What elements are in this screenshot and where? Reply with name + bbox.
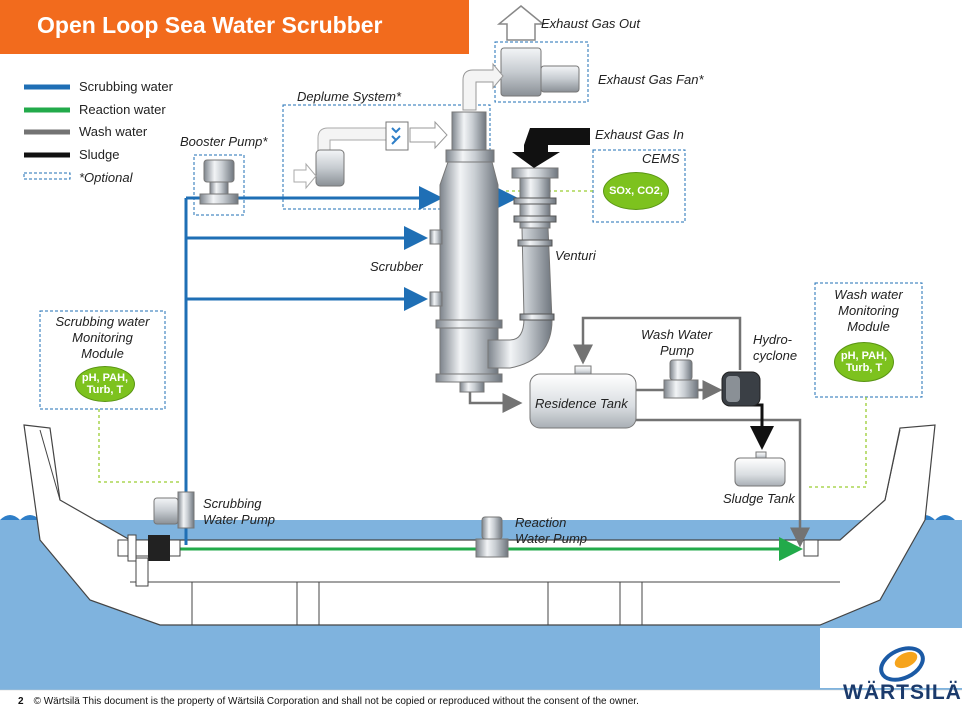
reaction-pump-label-1: Reaction — [515, 515, 567, 530]
booster-pump — [199, 159, 239, 205]
wwm-sensor: pH, PAH, Turb, T — [834, 342, 894, 382]
reaction-pump-label-2: Water Pump — [515, 531, 588, 546]
scrubber-label: Scrubber — [370, 259, 423, 274]
wwm-box — [814, 282, 923, 398]
hydrocyclone — [721, 371, 761, 407]
scrubbing-water-pump — [153, 491, 195, 529]
scrubbing-pump-label-1: Scrubbing — [203, 496, 262, 511]
sludge-line — [745, 403, 774, 450]
wash-water-pump — [663, 359, 699, 399]
title-banner — [0, 0, 469, 54]
page-title: Open Loop Sea Water Scrubber — [37, 12, 383, 38]
footer: 2 © Wärtsilä This document is the propert… — [18, 696, 639, 707]
sea-inlet — [117, 534, 181, 587]
sludge-tank-label: Sludge Tank — [723, 491, 795, 506]
residence-tank — [529, 365, 637, 429]
wwm-label-2: Monitoring — [838, 303, 899, 318]
residence-tank-label: Residence Tank — [535, 396, 628, 411]
swm-box — [39, 310, 166, 410]
wwm-label-1: Wash water — [834, 287, 903, 302]
legend-wash-label: Wash water — [79, 124, 148, 139]
swm-label-3: Module — [81, 346, 124, 361]
venturi — [487, 167, 559, 369]
exhaust-fan — [462, 47, 580, 111]
cems-label: CEMS — [642, 151, 680, 166]
legend-optional-label: *Optional — [79, 170, 133, 185]
booster-box — [193, 154, 245, 216]
signal-lines — [98, 190, 867, 488]
swm-sensor-line-2: Turb, T — [86, 384, 124, 396]
exhaust-in-arrow — [512, 128, 590, 168]
wash-pump-label-1: Wash Water — [641, 327, 713, 342]
booster-label: Booster Pump* — [180, 134, 268, 149]
cems-box — [592, 149, 686, 223]
swm-sensor: pH, PAH, Turb, T — [75, 366, 135, 402]
sea-outlet — [803, 539, 819, 557]
wartsila-logo-text: WÄRTSILÄ — [843, 681, 962, 704]
ship-hull — [23, 424, 962, 688]
wwm-sensor-line-1: pH, PAH, — [840, 350, 888, 362]
deplume-system — [293, 120, 448, 190]
hydrocyclone-label-2: cyclone — [753, 348, 798, 363]
hydrocyclone-label-1: Hydro- — [753, 332, 793, 347]
scrubbing-pump-label-2: Water Pump — [203, 512, 276, 527]
legend-reaction-label: Reaction water — [79, 102, 166, 117]
exhaust-in-label: Exhaust Gas In — [595, 127, 684, 142]
cems-sensor: SOx, CO2, — [603, 172, 669, 210]
page-number: 2 — [18, 696, 24, 707]
exhaust-out-arrow — [496, 5, 546, 41]
deplume-label: Deplume System* — [297, 89, 402, 104]
wwm-label-3: Module — [847, 319, 890, 334]
swm-label-1: Scrubbing water — [55, 314, 150, 329]
wartsila-logo-icon — [879, 646, 925, 682]
exhaust-out-label: Exhaust Gas Out — [541, 16, 640, 31]
legend-swatch-optional — [23, 172, 71, 180]
wash-pump-label-2: Pump — [660, 343, 694, 358]
footer-copyright: © Wärtsilä This document is the property… — [33, 696, 639, 707]
exhaust-fan-label: Exhaust Gas Fan* — [598, 72, 704, 87]
legend — [23, 84, 71, 180]
legend-scrubbing-label: Scrubbing water — [79, 79, 173, 94]
venturi-label: Venturi — [555, 248, 596, 263]
sludge-tank — [734, 451, 786, 487]
scrubber-column — [429, 111, 503, 393]
swm-sensor-line-1: pH, PAH, — [81, 372, 129, 384]
swm-label-2: Monitoring — [72, 330, 133, 345]
reaction-water-pump — [475, 516, 509, 558]
wwm-sensor-line-2: Turb, T — [845, 362, 883, 374]
deplume-box — [282, 104, 491, 210]
legend-sludge-label: Sludge — [79, 147, 120, 162]
